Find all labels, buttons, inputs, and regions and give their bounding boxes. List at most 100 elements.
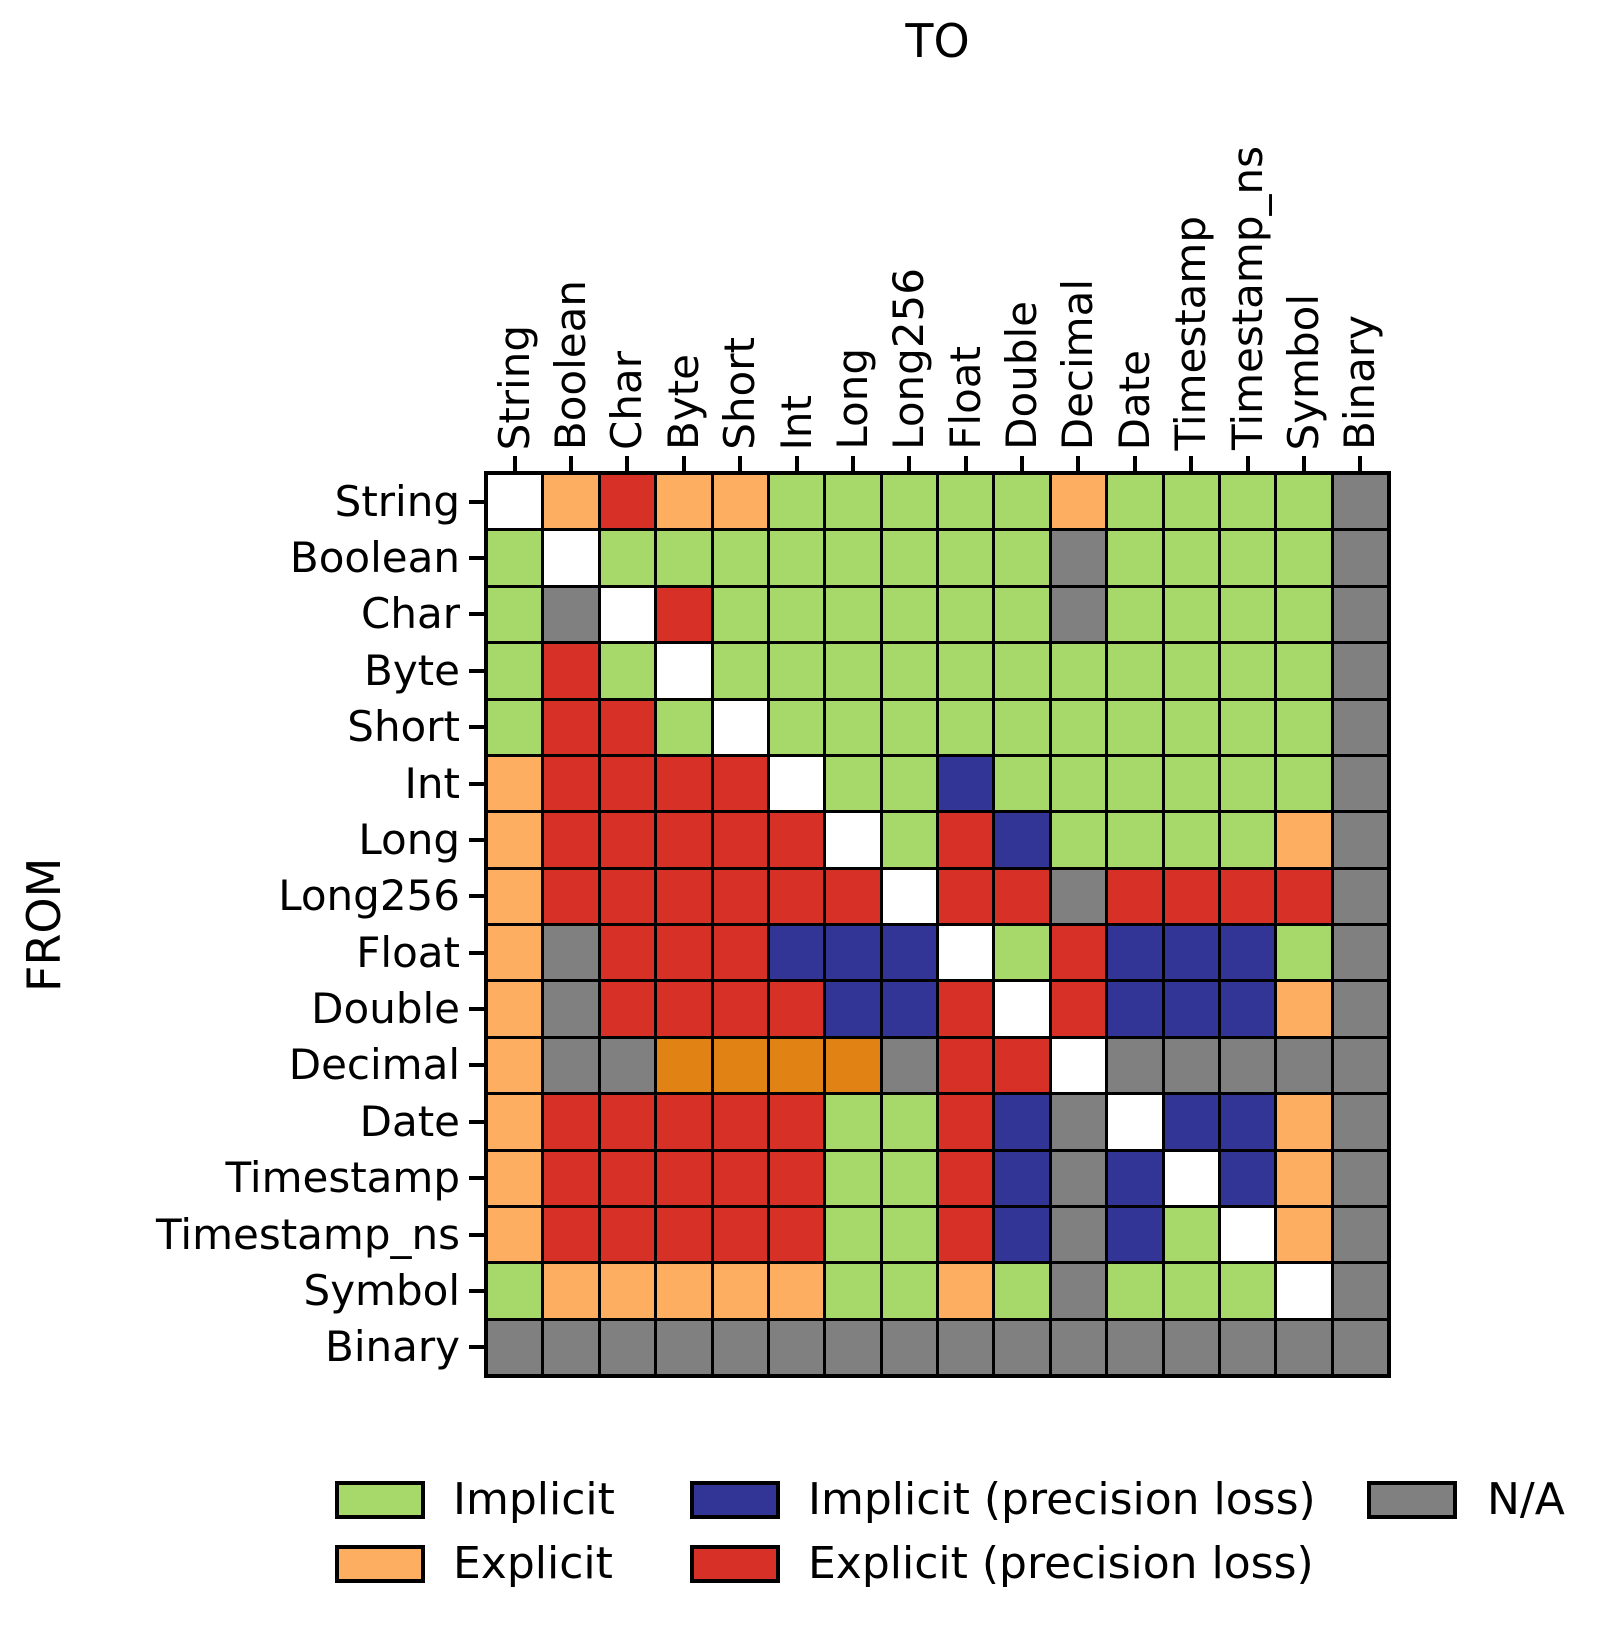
matrix-cell [1220, 813, 1275, 867]
matrix-cell [769, 869, 824, 923]
matrix-cell [995, 1264, 1049, 1318]
matrix-cell [1051, 982, 1106, 1036]
matrix-cell [1108, 756, 1162, 811]
matrix-cell [939, 982, 993, 1036]
x-axis-tick [625, 456, 630, 471]
matrix-cell [1051, 813, 1106, 867]
matrix-cell [882, 700, 936, 754]
matrix-cell [600, 531, 655, 585]
matrix-cell [1051, 587, 1106, 642]
matrix-cell [488, 869, 542, 923]
x-axis-tick [907, 456, 912, 471]
matrix-cell [488, 756, 542, 811]
matrix-cell [600, 869, 655, 923]
legend-label-implicit-precision-loss: Implicit (precision loss) [808, 1474, 1316, 1525]
legend-swatch-explicit-precision-loss [690, 1545, 780, 1583]
y-axis-tick [469, 499, 484, 504]
matrix-cell [1051, 644, 1106, 698]
matrix-cell [1164, 475, 1218, 529]
y-tick-label-timestamp: Timestamp [225, 1153, 460, 1203]
matrix-cell [882, 587, 936, 642]
matrix-cell [600, 1320, 655, 1374]
matrix-cell [713, 1320, 767, 1374]
matrix-cell [939, 700, 993, 754]
matrix-cell [1333, 531, 1387, 585]
y-tick-label-timestamp_ns: Timestamp_ns [156, 1209, 460, 1259]
matrix-cell [769, 475, 824, 529]
matrix-cell [1108, 587, 1162, 642]
matrix-cell [1277, 756, 1331, 811]
matrix-cell [488, 1038, 542, 1093]
matrix-cell [1164, 700, 1218, 754]
y-tick-label-boolean: Boolean [289, 533, 460, 583]
matrix-cell [488, 982, 542, 1036]
matrix-cell [488, 700, 542, 754]
x-tick-label-int: Int [771, 394, 821, 450]
matrix-cell [600, 644, 655, 698]
y-tick-label-binary: Binary [325, 1322, 460, 1372]
matrix-cell [1277, 1264, 1331, 1318]
matrix-cell [1333, 1320, 1387, 1374]
matrix-cell [657, 813, 711, 867]
y-axis-tick [469, 1176, 484, 1181]
x-tick-label-short: Short [715, 337, 765, 450]
matrix-cell [713, 644, 767, 698]
matrix-cell [657, 982, 711, 1036]
matrix-cell [882, 1151, 936, 1205]
matrix-cell [1333, 587, 1387, 642]
matrix-cell [995, 1038, 1049, 1093]
matrix-cell [713, 982, 767, 1036]
x-tick-label-byte: Byte [658, 354, 708, 450]
matrix-cell [882, 644, 936, 698]
x-axis-tick [850, 456, 855, 471]
y-axis-tick [469, 556, 484, 561]
y-tick-label-date: Date [359, 1096, 460, 1146]
y-axis-tick [469, 1288, 484, 1293]
matrix-cell [1277, 869, 1331, 923]
matrix-cell [657, 587, 711, 642]
matrix-cell [600, 587, 655, 642]
matrix-cell [1164, 587, 1218, 642]
matrix-cell [657, 475, 711, 529]
matrix-cell [826, 869, 880, 923]
matrix-cell [1333, 1038, 1387, 1093]
matrix-cell [939, 926, 993, 980]
legend-label-implicit: Implicit [453, 1474, 615, 1525]
matrix-cell [544, 531, 598, 585]
y-tick-label-long256: Long256 [278, 871, 460, 921]
x-tick-label-symbol: Symbol [1278, 293, 1328, 450]
y-tick-label-string: String [334, 476, 460, 526]
matrix-cell [882, 475, 936, 529]
matrix-cell [657, 644, 711, 698]
matrix-cell [1108, 982, 1162, 1036]
matrix-cell [1051, 700, 1106, 754]
matrix-cell [882, 756, 936, 811]
x-axis-tick [681, 456, 686, 471]
matrix-cell [769, 926, 824, 980]
matrix-cell [1164, 1038, 1218, 1093]
x-axis-tick [1358, 456, 1363, 471]
matrix-cell [1333, 644, 1387, 698]
matrix-cell [1220, 1095, 1275, 1149]
matrix-cell [769, 1264, 824, 1318]
x-tick-label-boolean: Boolean [546, 279, 596, 450]
matrix-cell [1220, 587, 1275, 642]
matrix-cell [1051, 1320, 1106, 1374]
matrix-cell [1108, 1151, 1162, 1205]
matrix-cell [544, 475, 598, 529]
matrix-cell [1220, 869, 1275, 923]
matrix-cell [600, 813, 655, 867]
matrix-cell [1277, 1038, 1331, 1093]
matrix-cell [826, 1151, 880, 1205]
matrix-cell [769, 756, 824, 811]
matrix-cell [1108, 1320, 1162, 1374]
matrix-cell [657, 1264, 711, 1318]
matrix-cell [488, 587, 542, 642]
legend-swatch-implicit [335, 1481, 425, 1519]
matrix-cell [939, 1038, 993, 1093]
y-axis-title: FROM [17, 857, 71, 992]
matrix-cell [713, 531, 767, 585]
y-axis-tick [469, 950, 484, 955]
y-axis-tick [469, 612, 484, 617]
